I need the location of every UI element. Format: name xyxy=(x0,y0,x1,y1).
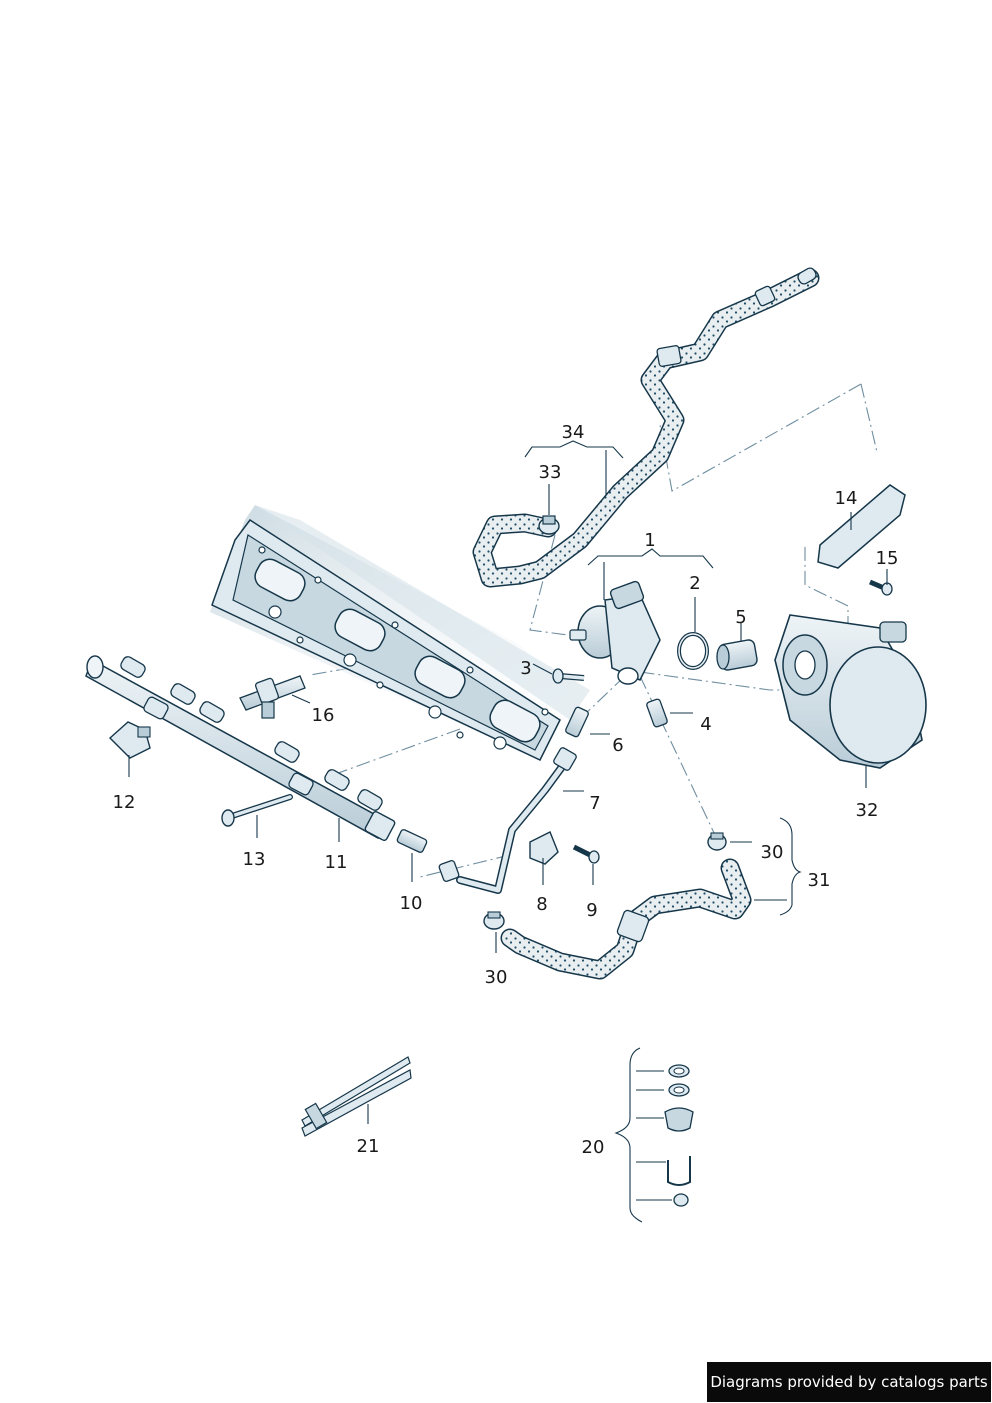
part-number-15: 15 xyxy=(875,548,899,569)
o-ring-2 xyxy=(677,632,709,670)
bolt-3 xyxy=(552,668,585,684)
part-number-33: 33 xyxy=(538,462,562,483)
hose-clamp-33 xyxy=(538,515,560,535)
bolt-13 xyxy=(221,794,293,827)
part-number-10: 10 xyxy=(399,893,423,914)
part-number-5: 5 xyxy=(735,607,747,628)
fuel-hose-34 xyxy=(472,267,820,588)
hose-clamp-30-upper xyxy=(707,832,727,851)
part-number-3: 3 xyxy=(520,658,532,679)
fuel-rail-11 xyxy=(85,655,396,841)
part-number-9: 9 xyxy=(586,900,598,921)
cable-tie-21 xyxy=(301,1056,412,1137)
cam-follower-5 xyxy=(716,639,758,671)
bracket-14 xyxy=(817,484,906,569)
part-number-14: 14 xyxy=(834,488,858,509)
part-number-6: 6 xyxy=(612,735,624,756)
union-fitting-10 xyxy=(396,829,428,853)
vacuum-pump-32 xyxy=(774,614,927,769)
part-number-8: 8 xyxy=(536,894,548,915)
bolt-15 xyxy=(869,579,893,596)
fitting-6 xyxy=(565,706,589,738)
pressure-line-7 xyxy=(438,747,577,894)
fuel-pump-1 xyxy=(569,580,661,685)
credit-text: Diagrams provided by catalogs parts xyxy=(710,1373,988,1391)
part-number-34: 34 xyxy=(561,422,585,443)
part-number-4: 4 xyxy=(700,714,712,735)
intake-manifold-plate xyxy=(210,505,600,761)
part-number-21: 21 xyxy=(356,1136,380,1157)
part-number-30-lower: 30 xyxy=(484,967,508,988)
part-number-31: 31 xyxy=(807,870,831,891)
part-number-32: 32 xyxy=(855,800,879,821)
part-number-11: 11 xyxy=(324,852,348,873)
hose-clamp-30-lower xyxy=(483,911,505,930)
part-number-20: 20 xyxy=(581,1137,605,1158)
part-number-30-upper: 30 xyxy=(760,842,784,863)
injector-16 xyxy=(239,675,306,719)
repair-kit-20 xyxy=(664,1064,694,1207)
bracket-8 xyxy=(529,831,559,865)
pressure-sensor-12 xyxy=(108,721,151,759)
part-number-1: 1 xyxy=(644,530,656,551)
fitting-4 xyxy=(646,698,668,728)
credit-banner: Diagrams provided by catalogs parts xyxy=(707,1362,991,1402)
screw-9 xyxy=(572,844,600,864)
callout-leaders xyxy=(128,440,888,1223)
part-number-16: 16 xyxy=(311,705,335,726)
part-number-7: 7 xyxy=(589,793,601,814)
fuel-hose-31 xyxy=(500,858,752,980)
part-number-12: 12 xyxy=(112,792,136,813)
part-number-2: 2 xyxy=(689,573,701,594)
part-number-13: 13 xyxy=(242,849,266,870)
